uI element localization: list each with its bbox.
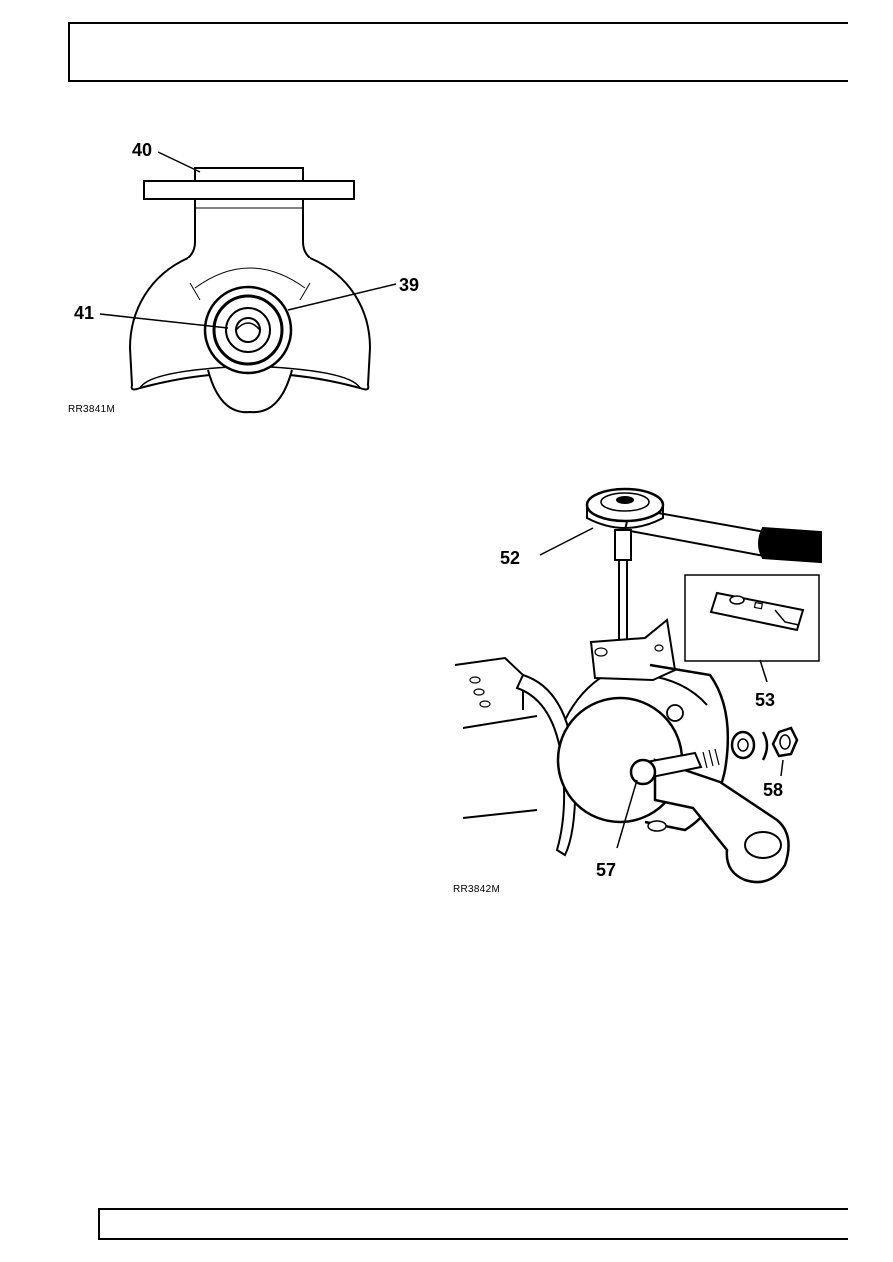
spring-washer [761,731,769,761]
figure-ref: RR3841M [68,404,115,415]
socket-extension [618,559,628,651]
flange-plate [143,180,355,200]
figure-ref: RR3842M [453,884,500,895]
callout-52: 52 [500,548,520,568]
figure-swivel-pin-assembly: 52 53 58 57 RR3842M [445,470,835,900]
callout-41: 41 [74,303,94,323]
callout-53: 53 [755,690,775,710]
bearing-bore [235,317,261,343]
wrench-grip [758,526,822,564]
callout-40: 40 [132,140,152,160]
figure-swivel-housing: 40 39 41 RR3841M [60,130,440,430]
callout-39: 39 [399,275,419,295]
callout-58: 58 [763,780,783,800]
page-header-frame [68,22,848,82]
top-boss [194,167,304,183]
gasket [515,673,577,857]
callout-57: 57 [596,860,616,880]
page-footer-frame [98,1208,848,1240]
